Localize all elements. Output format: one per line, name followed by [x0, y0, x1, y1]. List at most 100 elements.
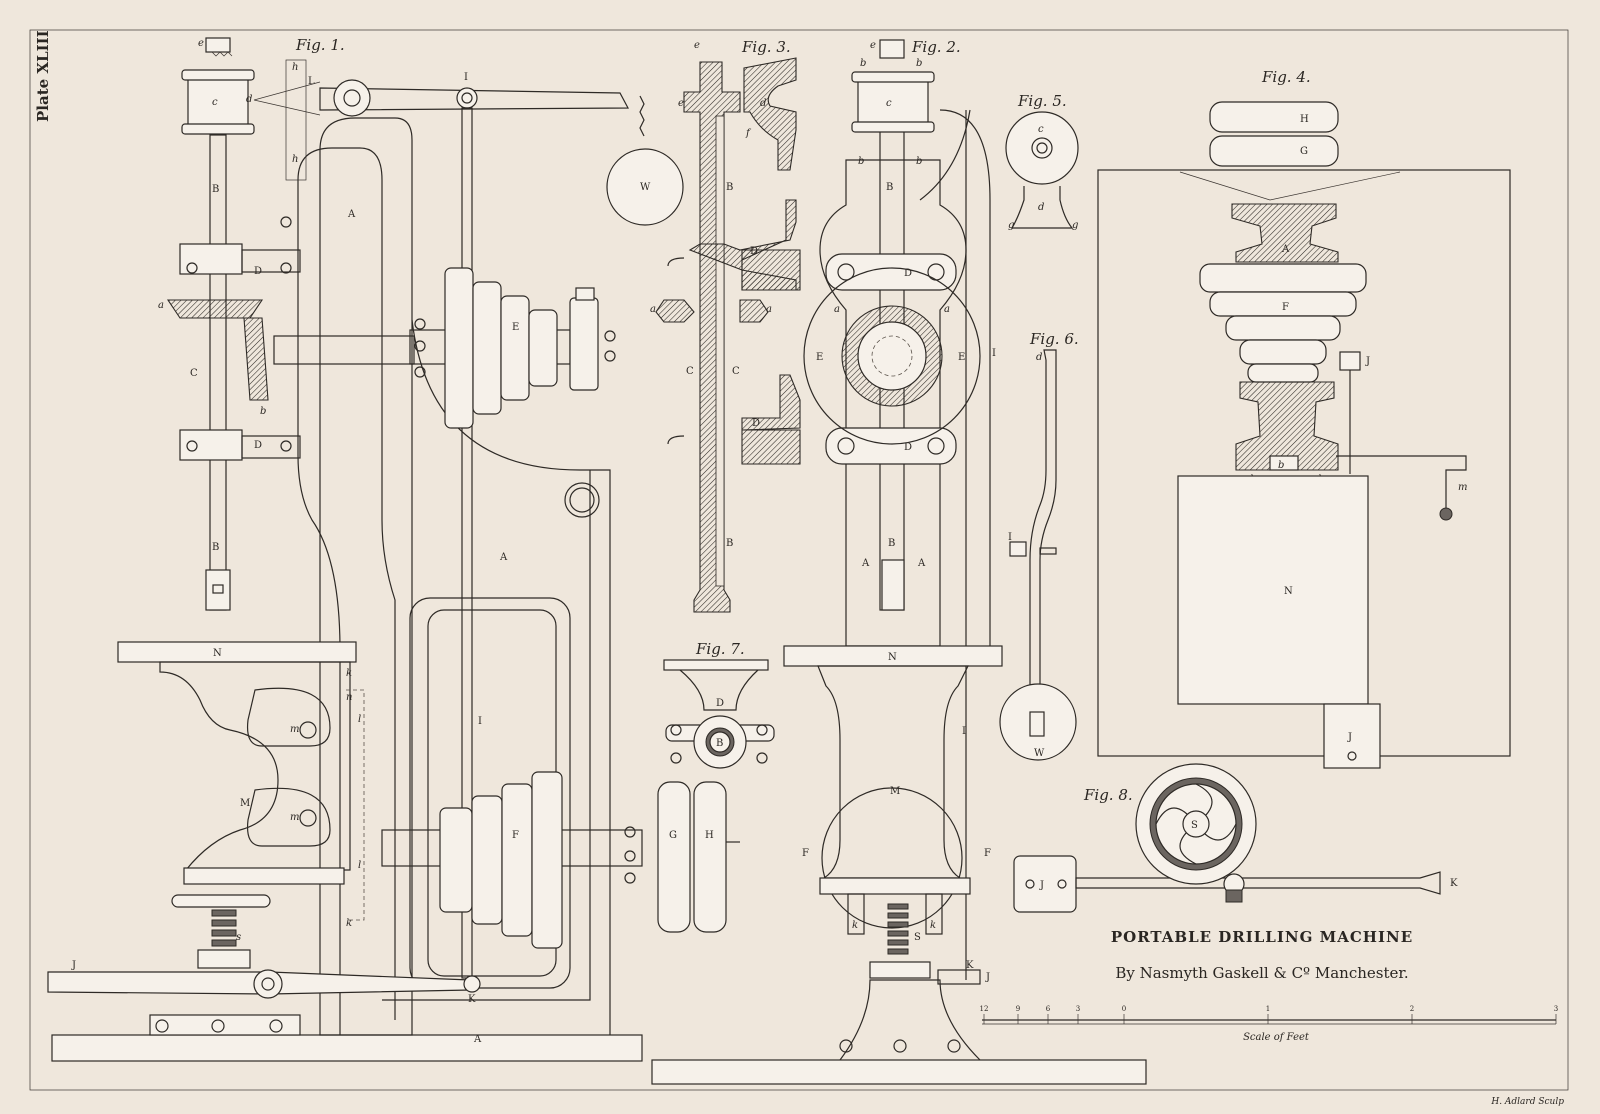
fig3-label-D1: D [750, 246, 758, 257]
fig1-label-a: a [158, 300, 164, 311]
fig2-label-B2: B [888, 538, 895, 549]
figure-8: Fig. 8. J S K [1013, 763, 1458, 913]
fig1-label-m1: m [290, 724, 299, 735]
fig2-base-plate [651, 1059, 1147, 1085]
figure-2: Fig. 2. A A I I e c b b b b B B D D [651, 38, 1147, 1085]
fig4-label-J2: J [1347, 732, 1352, 743]
plate-title: PORTABLE DRILLING MACHINE [1111, 928, 1413, 946]
fig8-label-S: S [1191, 820, 1198, 831]
fig2-column-frame-A [819, 159, 967, 647]
fig1-frame-A [319, 117, 413, 1036]
fig2-label-k1: k [852, 920, 858, 931]
fig1-bevel-gear-a [166, 299, 264, 319]
fig1-label-k1: k [346, 668, 352, 679]
figure-4: Fig. 4. H G A F b k k J m N J [1097, 68, 1511, 769]
fig3-caption: Fig. 3. [741, 38, 791, 56]
scale-tick-label: 3 [1076, 1005, 1080, 1013]
fig1-label-l2: l [358, 860, 361, 871]
fig1-label-B1: B [212, 184, 219, 195]
fig1-screw-s [211, 909, 237, 947]
fig5-caption: Fig. 5. [1017, 92, 1067, 110]
fig2-label-F2: F [984, 848, 991, 859]
fig6-label-I: I [1008, 532, 1012, 543]
fig2-label-I1: I [992, 348, 996, 359]
fig3-label-C2: C [732, 366, 740, 377]
fig1-label-A1: A [347, 209, 356, 220]
fig3-label-B2: B [726, 538, 733, 549]
fig1-label-H: H [705, 830, 714, 841]
fig1-lever-arm [319, 87, 629, 111]
fig2-label-J: J [985, 972, 990, 983]
fig2-label-B1: B [886, 182, 893, 193]
fig1-label-I: I [464, 72, 468, 83]
fig1-label-G: G [669, 830, 677, 841]
fig5-wheel [1005, 111, 1079, 185]
fig1-label-C: C [190, 368, 198, 379]
fig1-spindle-B [209, 134, 227, 611]
fig4-cone-F [1199, 263, 1367, 293]
fig2-label-b2: b [916, 58, 922, 69]
scale-tick-label: 1 [1266, 1005, 1270, 1013]
fig5-label-d: d [1038, 202, 1044, 213]
fig1-label-s: s [236, 932, 241, 943]
fig2-label-a2: a [944, 304, 950, 315]
fig4-label-m: m [1458, 482, 1467, 493]
fig2-disc-E [803, 267, 981, 445]
fig4-pulley-H [1209, 101, 1339, 133]
fig1-label-I2: I [478, 716, 482, 727]
figure-6: Fig. 6. d I W [999, 330, 1079, 761]
fig4-frame-A [1231, 203, 1339, 263]
fig7-caption: Fig. 7. [695, 640, 745, 658]
fig6-label-d: d [1036, 352, 1042, 363]
fig3-label-a1: a [650, 304, 656, 315]
scale-tick-label: 12 [980, 1005, 989, 1013]
fig4-label-A: A [1281, 244, 1290, 255]
fig1-label-A3: A [473, 1034, 482, 1045]
plate-number: Plate XLIII [34, 30, 52, 122]
fig1-label-h2: h [292, 154, 298, 165]
fig1-cone-pulley-E: E [409, 267, 616, 429]
fig4-caption: Fig. 4. [1261, 68, 1311, 86]
fig2-label-A2: A [917, 558, 926, 569]
fig1-caption: Fig. 1. [295, 36, 345, 54]
fig1-label-d: d [246, 94, 252, 105]
fig3-label-C1: C [686, 366, 694, 377]
scale-tick-label: 9 [1016, 1005, 1020, 1013]
scale-tick-label: 0 [1122, 1005, 1126, 1013]
fig2-label-D2: D [904, 442, 912, 453]
fig2-label-E2: E [958, 352, 965, 363]
fig2-bearing-D-upper [825, 253, 957, 291]
fig1-label-k2: k [346, 918, 352, 929]
figure-1: Fig. 1. A A A I W L h h I [47, 36, 740, 1062]
fig1-label-N: N [213, 648, 222, 659]
fig2-label-k2: k [930, 920, 936, 931]
fig3-label-D2: D [752, 418, 760, 429]
plate-border [29, 29, 1569, 1091]
fig1-bearing-D-upper: D [179, 216, 301, 277]
fig1-label-D1: D [254, 266, 262, 277]
fig2-label-E1: E [816, 352, 823, 363]
fig1-bearing-D-lower: D [179, 429, 301, 461]
fig5-label-g1: g [1008, 220, 1014, 231]
figure-5: Fig. 5. c d g g [1005, 92, 1079, 231]
fig1-label-B2: B [212, 542, 219, 553]
fig1-pulley-G [657, 781, 691, 933]
fig7-label-B: B [716, 738, 723, 749]
scale-tick-label: 2 [1410, 1005, 1414, 1013]
fig2-column-M [817, 665, 969, 879]
fig3-label-d: d [760, 98, 766, 109]
fig4-label-G: G [1300, 146, 1308, 157]
fig2-label-M: M [890, 786, 900, 797]
fig2-label-D1: D [904, 268, 912, 279]
fig2-caption: Fig. 2. [911, 38, 961, 56]
fig8-caption: Fig. 8. [1083, 786, 1133, 804]
fig1-label-K: K [468, 994, 476, 1005]
fig3-label-a2: a [766, 304, 772, 315]
fig1-label-W: W [640, 182, 651, 193]
fig2-label-F1: F [802, 848, 809, 859]
fig2-label-b1: b [860, 58, 866, 69]
fig1-cone-pulley-F: F [381, 771, 643, 949]
fig5-label-g2: g [1072, 220, 1078, 231]
